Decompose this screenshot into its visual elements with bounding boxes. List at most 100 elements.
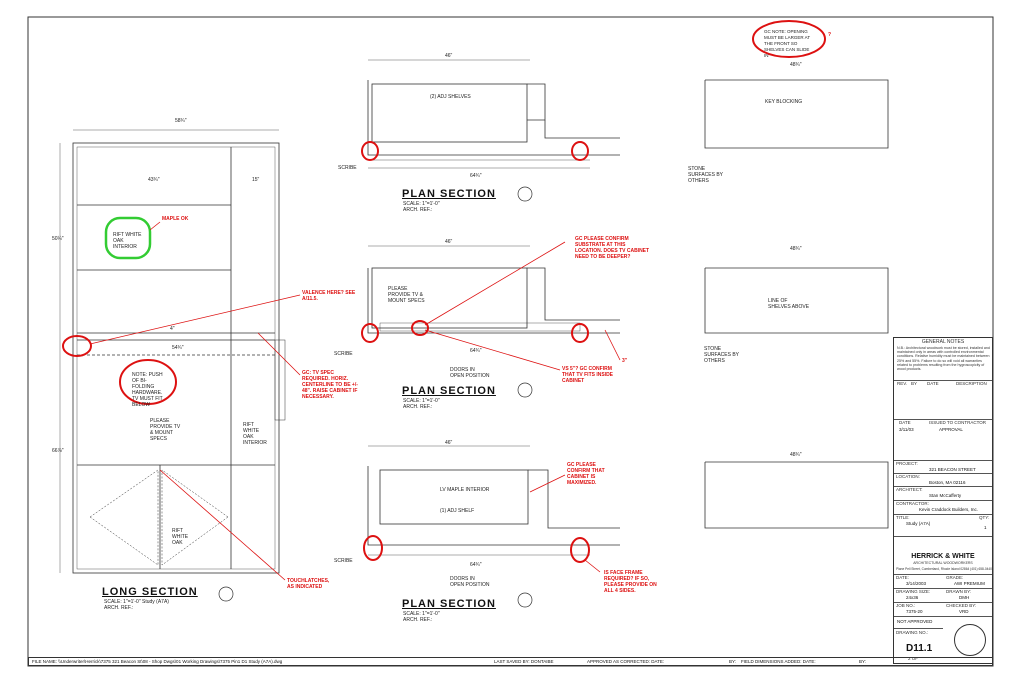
plan-section-1-scale: SCALE: 1"=1'-0" xyxy=(403,201,440,207)
plan-section-1-note: (2) ADJ SHELVES xyxy=(430,94,471,100)
drawn-by-label: DRAWN BY: xyxy=(946,589,972,594)
annotation-gc-note-top: GC NOTE: OPENING MUST BE LARGER AT THE F… xyxy=(764,29,811,58)
stamp-seal xyxy=(954,624,986,656)
plan-section-2-title: PLAN SECTION xyxy=(402,385,496,397)
location-label: LOCATION: xyxy=(896,474,920,479)
company-name: HERRICK & WHITE xyxy=(911,553,975,560)
contractor-value: Kevin Craddock Builders, Inc. xyxy=(919,507,979,512)
note-push: NOTE: PUSH OF BI-FOLDING HARDWARE. TV MU… xyxy=(132,372,163,408)
annotation-valence: VALENCE HERE? SEE A/11.5. xyxy=(302,290,356,302)
last-saved: LAST SAVED BY: DONTAIBE xyxy=(494,659,554,664)
annotation-question: ? xyxy=(828,32,832,38)
architect-value: Stan McCafferty xyxy=(929,493,962,498)
grade-label: GRADE: xyxy=(946,575,964,580)
long-dim-left-lower: 66⅞" xyxy=(52,448,64,454)
plan-section-1-scribe: SCRIBE xyxy=(338,165,357,171)
issued-date: 3/11/03 xyxy=(899,427,914,432)
job-label: JOB NO.: xyxy=(896,603,916,608)
title-value: Study (A7A) xyxy=(906,521,931,526)
long-section-title: LONG SECTION xyxy=(102,586,198,598)
field-dimensions: FIELD DIMENSIONS ADDED: DATE: xyxy=(741,659,816,664)
drawing-no-value: D11.1 xyxy=(906,643,933,654)
note-rift-right: RIFT WHITE OAK INTERIOR xyxy=(243,422,267,446)
plan-section-3-scale: SCALE: 1"=1'-0" xyxy=(403,611,440,617)
plan-section-2-dim-width: 46" xyxy=(445,239,453,245)
plan-section-2-doors: DOORS IN OPEN POSITION xyxy=(450,367,490,379)
long-dim-top: 58¾" xyxy=(175,118,187,124)
drawing-size-value: 24x36 xyxy=(906,595,919,600)
grade-value: AWI PREMIUM xyxy=(954,581,985,586)
plan-section-1-dim-width: 46" xyxy=(445,53,453,59)
plan-section-2-scribe: SCRIBE xyxy=(334,351,353,357)
red-markups xyxy=(62,20,826,563)
file-name: FILE NAME: \\Underwriter\Herrick\7375 32… xyxy=(32,659,283,664)
date-value: 3/14/2003 xyxy=(906,581,927,586)
long-section-drawing xyxy=(59,129,286,574)
general-notes-title: GENERAL NOTES xyxy=(921,339,965,345)
rev-header-by: BY xyxy=(911,381,918,386)
drawing-no-label: DRAWING NO.: xyxy=(896,630,929,635)
plan-section-3-note: LV MAPLE INTERIOR xyxy=(440,487,490,493)
drawing-size-label: DRAWING SIZE: xyxy=(896,589,931,594)
qty-value: 1 xyxy=(984,525,987,530)
plan-section-1-key-blocking: KEY BLOCKING xyxy=(765,99,803,105)
long-dim-shelf: 43¾" xyxy=(148,177,160,183)
date-label: DATE: xyxy=(896,575,909,580)
plan-section-3-arch: ARCH. REF.: xyxy=(403,617,433,623)
checked-value: VRD xyxy=(959,609,969,614)
architect-label: ARCHITECT: xyxy=(896,487,923,492)
job-value: 7375-20 xyxy=(906,609,923,614)
plan-section-3-note2: (1) ADJ SHELF xyxy=(440,508,475,514)
rev-header-date: DATE xyxy=(927,381,939,386)
annotation-gc-maximized: GC PLEASE CONFIRM THAT CABINET IS MAXIMI… xyxy=(567,462,605,486)
long-section-arch-ref: ARCH. REF.: xyxy=(104,605,134,611)
checked-label: CHECKED BY: xyxy=(946,603,977,608)
plan-section-1-dim-right: 48¾" xyxy=(790,62,802,68)
title-block: GENERAL NOTES N.B.: Architectural woodwo… xyxy=(893,337,993,664)
annotation-gc-tv-spec: GC: TV SPEC REQUIRED. HORIZ. CENTERLINE … xyxy=(302,370,358,400)
plan-section-2-dim-total: 64¾" xyxy=(470,348,482,354)
long-section-scale: SCALE: 1"=1'-0" Study (A7A) xyxy=(104,599,169,605)
contractor-label: CONTRACTOR: xyxy=(896,501,929,506)
approval-status: NOT APPROVED xyxy=(897,619,933,624)
annotation-maple-ok: MAPLE OK xyxy=(162,216,189,222)
company-sub: ARCHITECTURAL WOODWORKERS xyxy=(913,561,973,565)
plan-section-1-drawing xyxy=(367,59,889,169)
plan-section-2-dim-right: 48¾" xyxy=(790,246,802,252)
general-notes-text: N.B.: Architectural woodwork must be sto… xyxy=(897,346,990,372)
long-dim-right: 15" xyxy=(252,177,260,183)
plan-section-3-dim-width: 46" xyxy=(445,440,453,446)
plan-section-3-scribe: SCRIBE xyxy=(334,558,353,564)
plan-section-3-drawing xyxy=(367,445,889,556)
annotation-face-frame: IS FACE FRAME REQUIRED? IF SO, PLEASE PR… xyxy=(604,570,657,594)
plan-section-3-dim-right: 48¾" xyxy=(790,452,802,458)
note-rift-bottom: RIFT WHITE OAK xyxy=(172,528,189,546)
long-dim-left-upper: 50¼" xyxy=(52,236,64,242)
by-1: BY: xyxy=(729,659,737,664)
plan-section-2-scale: SCALE: 1"=1'-0" xyxy=(403,398,440,404)
by-2: BY: xyxy=(859,659,867,664)
plan-section-2-note: PLEASE PROVIDE TV & MOUNT SPECS xyxy=(388,286,425,304)
issued-value: APPROVAL xyxy=(939,427,963,432)
note-provide: PLEASE PROVIDE TV & MOUNT SPECS xyxy=(150,418,181,442)
annotation-touchlatches: TOUCHLATCHES, AS INDICATED xyxy=(287,578,330,590)
plan-section-2-arch: ARCH. REF.: xyxy=(403,404,433,410)
plan-section-1-stone: STONE SURFACES BY OTHERS xyxy=(688,166,723,184)
rev-header-rev: REV. xyxy=(897,381,908,386)
bottom-info-bar: FILE NAME: \\Underwriter\Herrick\7375 32… xyxy=(28,657,993,666)
note-rift-upper: RIFT WHITE OAK INTERIOR xyxy=(113,232,142,250)
annotation-three-inch: 3" xyxy=(622,358,628,364)
project-value: 321 BEACON STREET xyxy=(929,467,976,472)
issued-date-label: DATE xyxy=(899,420,911,425)
annotation-gc-confirm-tv: VS 5"? GC CONFIRM THAT TV FITS INSIDE CA… xyxy=(562,366,614,384)
plan-section-3-doors: DOORS IN OPEN POSITION xyxy=(450,576,490,588)
project-label: PROJECT: xyxy=(896,461,918,466)
company-address: Plane Pell Street, Cumberland, Rhode Isl… xyxy=(896,567,992,571)
qty-label: QTY: xyxy=(979,515,990,520)
plan-section-1-dim-total: 64¾" xyxy=(470,173,482,179)
issued-label: ISSUED TO CONTRACTOR xyxy=(929,420,987,425)
long-dim-small: 4" xyxy=(170,326,175,332)
plan-section-3-dim-total: 64¾" xyxy=(470,562,482,568)
